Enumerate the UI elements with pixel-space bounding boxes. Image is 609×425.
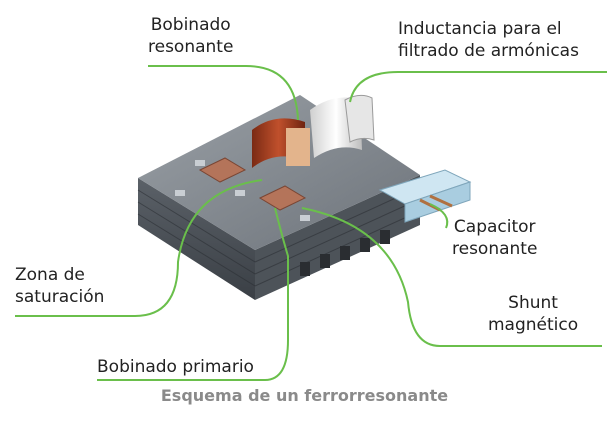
label-capacitor-resonante: Capacitor resonante [452,217,538,259]
shunt-blocks [175,160,310,221]
figure-caption: Esquema de un ferrorresonante [160,386,449,405]
resonant-coil [252,118,310,168]
label-bobinado-resonante: Bobinado resonante [148,15,234,57]
label-shunt-magnetico: Shunt magnético [488,293,579,335]
label-zona-saturacion: Zona de saturación [15,265,105,307]
label-inductancia-filtrado: Inductancia para el filtrado de armónica… [398,19,579,61]
filter-inductor [310,94,375,158]
leader-lines [15,65,607,381]
copper-window-left [198,157,247,183]
label-bobinado-primario: Bobinado primario [97,357,254,377]
copper-window-right [258,185,307,211]
resonant-capacitor [378,169,472,223]
